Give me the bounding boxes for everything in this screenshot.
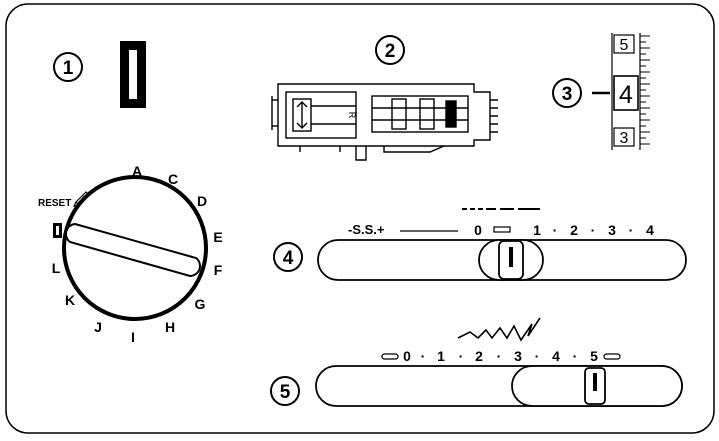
step-5: 5 0 1 2 3 4 5 · · · · · [270, 317, 683, 407]
gauge-ticks [640, 35, 650, 145]
step-4: 4 -S.S.+ 0 1 2 3 4 · · · [273, 208, 687, 281]
step-number: 1 [63, 58, 74, 79]
dial-ring [62, 175, 208, 321]
length-tick-dot: · [591, 222, 596, 238]
width-tick-dot: · [535, 348, 540, 364]
dial-letter: G [195, 296, 206, 312]
gauge-value-below: 3 [620, 130, 629, 147]
width-tick-label: 0 [403, 348, 411, 364]
dial-letter: H [165, 319, 175, 335]
dial-letter: E [213, 229, 222, 245]
length-tick-dot: · [553, 222, 558, 238]
length-slider-knob[interactable] [478, 239, 544, 281]
dial-letter: D [197, 193, 207, 209]
length-scale: 0 1 2 3 4 · · · [474, 222, 654, 238]
dial-letters: A C D E F G H I J KL [52, 163, 223, 345]
step-number-circle [270, 376, 300, 406]
width-tick-dot: · [459, 348, 464, 364]
step-number-circle [552, 78, 582, 108]
dial-letter: F [214, 262, 223, 278]
step-number: 2 [385, 41, 396, 62]
buttonhole-marker-icon [53, 223, 62, 238]
zigzag-stitch-icon [457, 317, 541, 342]
width-tick-label: 1 [437, 348, 445, 364]
step-number-circle [53, 52, 83, 82]
dial-letter: A [132, 163, 142, 179]
reset-label: RESET [38, 198, 71, 209]
gauge-scale [611, 33, 641, 150]
dial-letter: L [52, 260, 61, 276]
dial-letter: J [94, 319, 102, 335]
foot-mark: R [347, 112, 357, 119]
length-tick-label: 4 [646, 222, 654, 238]
dial-letter: I [131, 329, 135, 345]
width-tick-label: 5 [590, 348, 598, 364]
width-tick-dot: · [573, 348, 578, 364]
step-1: 1 [53, 41, 146, 108]
step-3: 3 5 4 3 [552, 33, 650, 150]
gauge-value-current: 4 [619, 81, 633, 109]
frame-border [5, 3, 715, 434]
step-number: 5 [280, 382, 291, 403]
gauge-value-above: 5 [620, 37, 629, 54]
step-number: 3 [562, 84, 573, 105]
length-tick-label: 2 [570, 222, 578, 238]
width-scale: 0 1 2 3 4 5 · · · · · [403, 348, 598, 364]
buttonhole-range-icon [493, 226, 511, 233]
step-number-circle [375, 35, 405, 65]
step-2: 2 [271, 35, 498, 161]
width-tick-label: 4 [552, 348, 560, 364]
dial-letter: K [65, 292, 75, 308]
pattern-dial: RESET A C D E F G H I J KL [38, 163, 223, 345]
ss-label: -S.S.+ [348, 222, 385, 237]
length-tick-label: 1 [533, 222, 541, 238]
buttonhole-foot-icon [271, 83, 498, 161]
step-number: 4 [283, 248, 294, 269]
width-max-icon [603, 353, 621, 360]
dial-knob [64, 222, 201, 278]
width-tick-label: 2 [475, 348, 483, 364]
length-tick-dot: · [629, 222, 634, 238]
width-tick-dot: · [497, 348, 502, 364]
width-tick-label: 3 [514, 348, 522, 364]
length-tick-label: 3 [608, 222, 616, 238]
dial-letter: C [168, 171, 178, 187]
width-min-icon [381, 353, 399, 360]
buttonhole-symbol-icon [120, 41, 146, 108]
width-tick-dot: · [421, 348, 426, 364]
length-tick-label: 0 [474, 222, 482, 238]
step-number-circle [273, 242, 303, 272]
